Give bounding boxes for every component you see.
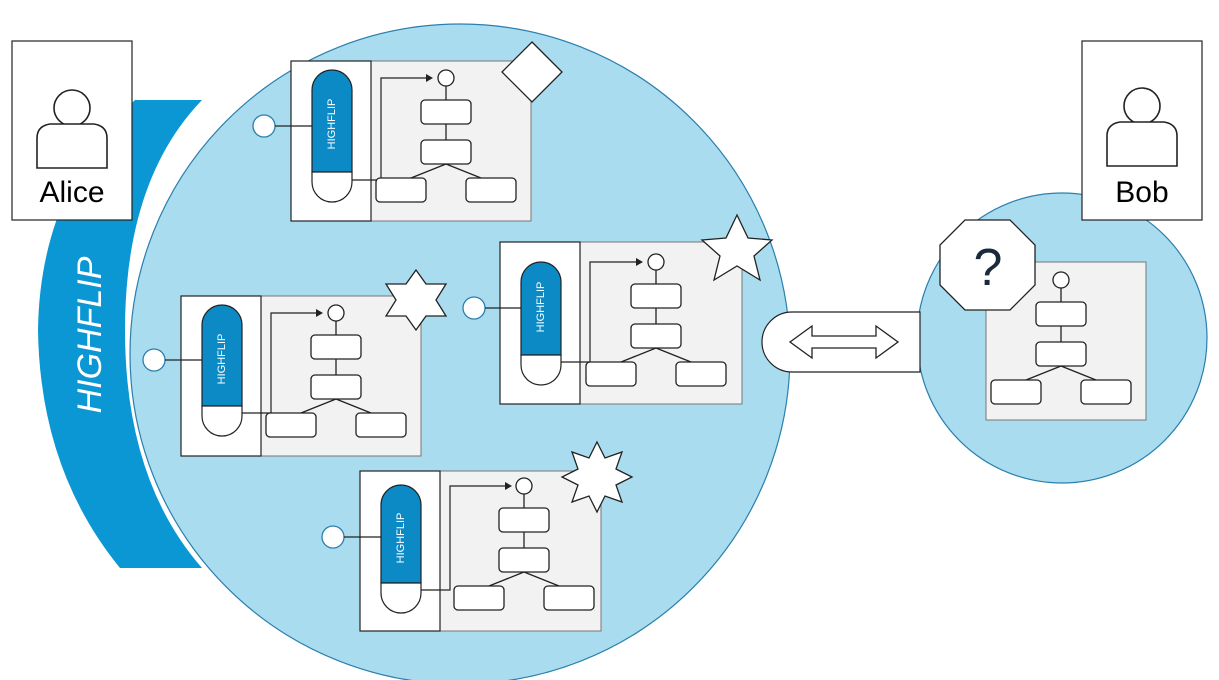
six-point-star-icon bbox=[384, 268, 448, 332]
bob-node: Bob ? bbox=[916, 40, 1208, 484]
module-4: HIGHFLIP bbox=[321, 440, 634, 632]
five-point-star-icon bbox=[700, 213, 774, 282]
module-2: HIGHFLIP bbox=[142, 268, 448, 457]
module-3: HIGHFLIP bbox=[462, 213, 774, 405]
unknown-symbol: ? bbox=[974, 239, 1003, 297]
highflip-band-label: HIGHFLIP bbox=[71, 256, 109, 413]
diamond-icon bbox=[501, 41, 563, 103]
eight-point-star-icon bbox=[560, 440, 634, 514]
alice-card: Alice bbox=[11, 40, 133, 221]
module-1: HIGHFLIP bbox=[252, 41, 563, 222]
alice-name: Alice bbox=[39, 176, 104, 209]
exchange-connector bbox=[761, 311, 921, 373]
module-4-pill-label: HIGHFLIP bbox=[395, 513, 407, 564]
module-2-pill-label: HIGHFLIP bbox=[216, 334, 228, 385]
octagon-question-icon bbox=[939, 219, 1036, 311]
module-3-pill-label: HIGHFLIP bbox=[535, 282, 547, 333]
double-arrow-icon bbox=[788, 324, 900, 360]
module-1-pill-label: HIGHFLIP bbox=[326, 99, 338, 150]
bob-name: Bob bbox=[1115, 176, 1168, 209]
